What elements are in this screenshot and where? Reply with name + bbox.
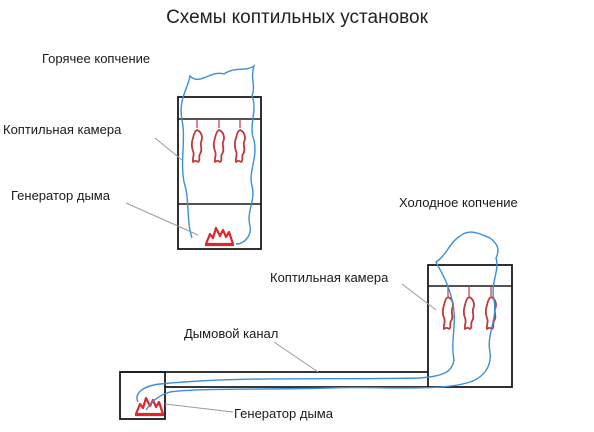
fish-icon xyxy=(441,296,454,330)
cold-generator-outline xyxy=(119,371,166,420)
fire-icon xyxy=(203,226,236,247)
hot-smoke-path xyxy=(180,64,256,245)
hot-smoker xyxy=(125,64,262,250)
cold-smoke-path xyxy=(136,231,499,411)
fire-icon xyxy=(133,396,166,417)
cold-chamber-label: Коптильная камера xyxy=(270,270,389,285)
smoke-channel-label: Дымовой канал xyxy=(184,326,279,341)
hot-generator-label: Генератор дыма xyxy=(11,188,110,203)
fish-icon xyxy=(233,129,246,163)
cold-chamber-outline xyxy=(427,264,513,388)
hot-smoking-heading: Горячее копчение xyxy=(42,51,151,66)
smoke-channel-outline xyxy=(120,371,428,388)
fish-icon xyxy=(190,129,203,163)
fish-icon xyxy=(462,296,475,330)
fish-icon xyxy=(212,129,225,163)
hot-chamber-outline xyxy=(177,96,262,250)
cold-smoking-heading: Холодное копчение xyxy=(399,195,518,210)
hot-chamber-label: Коптильная камера xyxy=(3,122,122,137)
cold-generator-label: Генератор дыма xyxy=(234,406,333,421)
diagram-title: Схемы коптильных установок xyxy=(166,7,428,28)
cold-smoker xyxy=(119,231,513,420)
